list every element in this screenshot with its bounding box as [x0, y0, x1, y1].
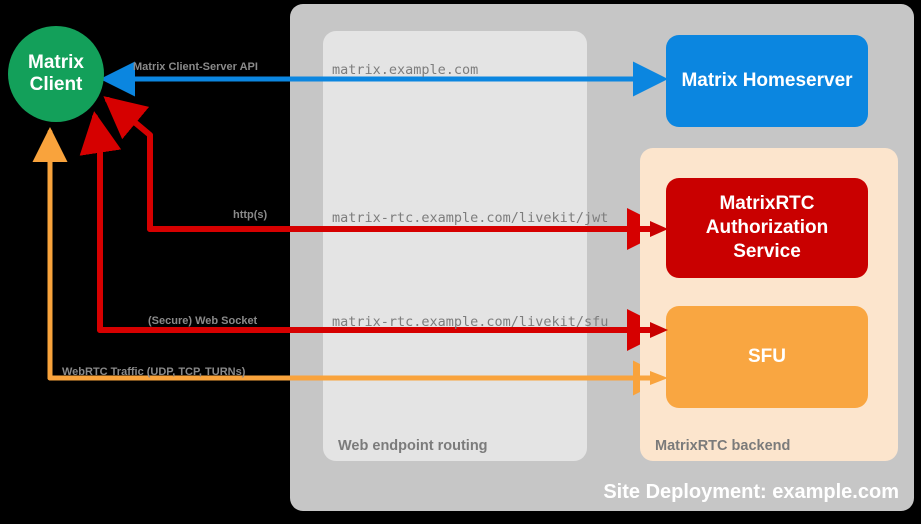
auth-service-label-line1: MatrixRTC — [719, 193, 815, 215]
url-label-matrix-example-com: matrix.example.com — [332, 62, 479, 78]
edge-label-matrix-client-server-api: Matrix Client-Server API — [133, 61, 258, 73]
connection-sfu-websocket — [79, 111, 669, 351]
matrix-client-node[interactable]: Matrix Client — [8, 26, 104, 122]
auth-service-label-line3: Service — [733, 240, 801, 262]
web-endpoint-routing-panel — [323, 31, 587, 461]
matrix-client-label-line2: Client — [29, 74, 83, 95]
matrix-homeserver-box[interactable]: Matrix Homeserver — [666, 35, 868, 127]
auth-service-label-line2: Authorization — [705, 217, 829, 239]
url-label-livekit-sfu: matrix-rtc.example.com/livekit/sfu — [332, 314, 609, 330]
connection-jwt — [103, 96, 669, 250]
site-deployment-title: Site Deployment: example.com — [603, 481, 899, 503]
auth-service-label: MatrixRTC Authorization Service — [706, 192, 828, 263]
connection-webrtc — [32, 127, 668, 396]
edge-label-secure-web-socket: (Secure) Web Socket — [148, 315, 258, 327]
sfu-label: SFU — [748, 346, 786, 368]
sfu-box[interactable]: SFU — [666, 306, 868, 408]
edge-label-https: http(s) — [233, 209, 268, 221]
matrixrtc-authorization-service-box[interactable]: MatrixRTC Authorization Service — [666, 178, 868, 278]
matrix-homeserver-label: Matrix Homeserver — [681, 70, 853, 92]
url-label-livekit-jwt: matrix-rtc.example.com/livekit/jwt — [332, 210, 609, 226]
edge-label-webrtc-traffic: WebRTC Traffic (UDP, TCP, TURNs) — [62, 366, 246, 378]
matrix-client-label-line1: Matrix — [28, 51, 84, 73]
web-endpoint-routing-caption: Web endpoint routing — [338, 438, 488, 454]
matrixrtc-backend-caption: MatrixRTC backend — [655, 438, 791, 454]
